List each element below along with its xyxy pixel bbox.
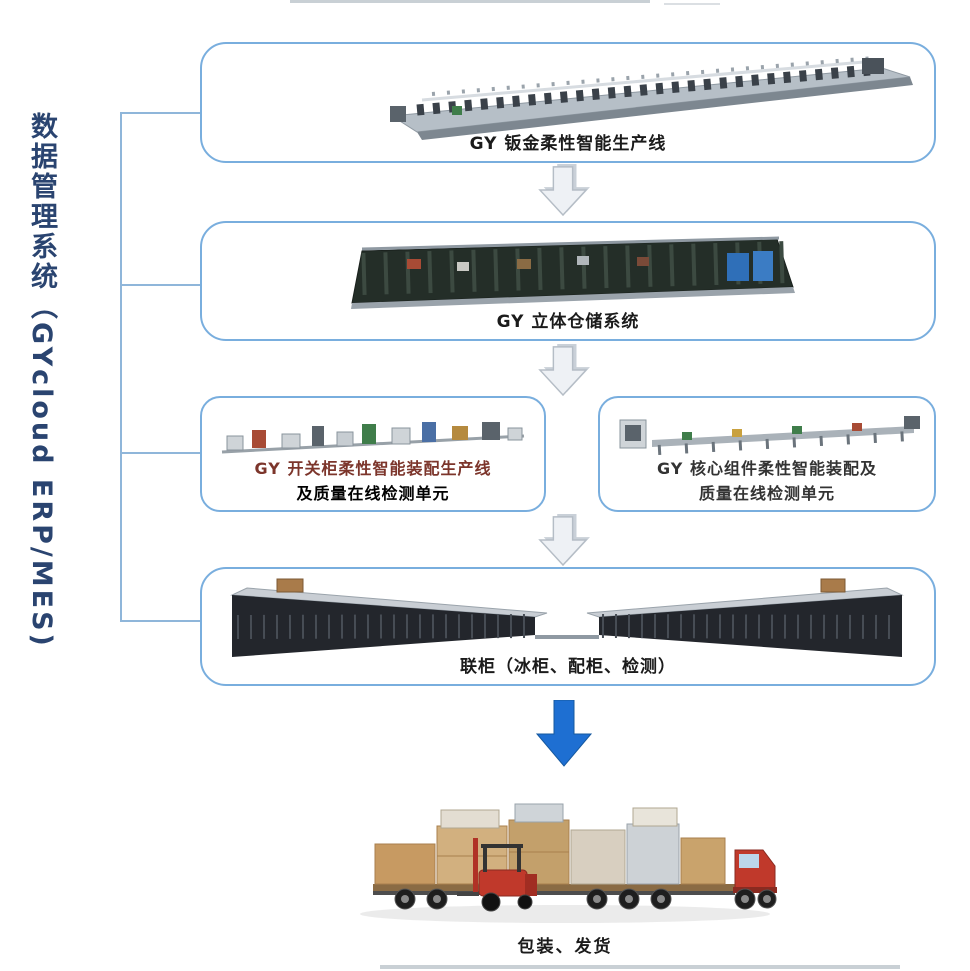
sheet-metal-line-illustration (390, 56, 913, 140)
combined-cabinet-caption: 联柜（冰柜、配柜、检测） (460, 657, 676, 677)
flow-box-switchgear-assembly: GY 开关柜柔性智能装配生产线 及质量在线检测单元 (200, 396, 546, 512)
switchgear-assembly-illustration (221, 422, 525, 454)
connector-vertical-line (120, 112, 122, 622)
core-assembly-caption: GY 核心组件柔性智能装配及 质量在线检测单元 (600, 456, 934, 506)
flow-box-warehouse: GY 立体仓储系统 (200, 221, 936, 341)
core-assembly-caption-line1: GY 核心组件柔性智能装配及 (657, 459, 877, 478)
flow-box-core-component-assembly: GY 核心组件柔性智能装配及 质量在线检测单元 (598, 396, 936, 512)
connector-stub-box3 (120, 452, 200, 454)
down-arrow-blue-icon (535, 700, 593, 767)
core-assembly-illustration (619, 416, 920, 455)
switchgear-assembly-caption: GY 开关柜柔性智能装配生产线 及质量在线检测单元 (202, 456, 544, 506)
warehouse-caption: GY 立体仓储系统 (496, 312, 640, 332)
scan-artifact (290, 0, 650, 3)
switchgear-caption-line1: GY 开关柜柔性智能装配生产线 (254, 459, 492, 478)
down-arrow-3d-icon (538, 344, 590, 396)
flow-box-combined-cabinet: 联柜（冰柜、配柜、检测） (200, 567, 936, 686)
core-assembly-caption-line2: 质量在线检测单元 (698, 484, 835, 503)
connector-stub-box2 (120, 284, 200, 286)
down-arrow-3d-icon (538, 514, 590, 566)
warehouse-illustration (351, 236, 795, 309)
data-management-system-title: 数据管理系统（GYcloud ERP/MES) (26, 112, 57, 649)
switchgear-caption-line2: 及质量在线检测单元 (296, 484, 450, 503)
connector-stub-box4 (120, 620, 200, 622)
truck-forklift-illustration (360, 803, 777, 923)
combined-cabinet-illustration (230, 578, 904, 657)
scan-artifact (664, 3, 720, 5)
packing-shipping-caption: 包装、发货 (517, 937, 613, 957)
down-arrow-3d-icon (538, 164, 590, 216)
connector-stub-box1 (120, 112, 200, 114)
flow-box-sheet-metal-line: GY 钣金柔性智能生产线 (200, 42, 936, 163)
scan-artifact (380, 965, 900, 969)
sheet-metal-line-caption: GY 钣金柔性智能生产线 (469, 134, 667, 154)
packing-shipping-figure (345, 786, 785, 931)
